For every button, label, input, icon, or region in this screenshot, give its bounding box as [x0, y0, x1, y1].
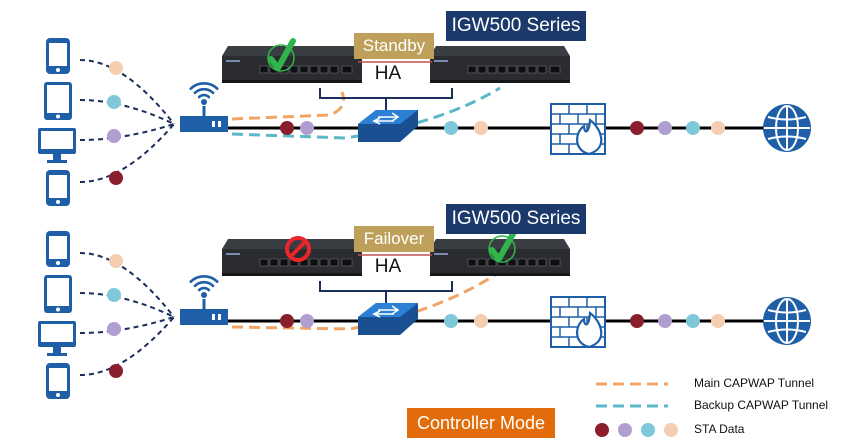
s1-sta-dot-client-4 [109, 171, 123, 185]
legend-sta-dot-2 [618, 423, 632, 437]
s1-sta-dot-wan-2 [658, 121, 672, 135]
s1-backup-capwap-tunnel [231, 86, 501, 140]
s1-sta-dot-core-2 [474, 121, 488, 135]
s1-main-capwap-tunnel [231, 91, 345, 121]
s2-client-link-2 [79, 292, 175, 318]
s2-sta-dot-wan-1 [630, 314, 644, 328]
s1-sta-dot-wan-3 [686, 121, 700, 135]
s2-ha-label: HA [374, 256, 402, 277]
s1-ha-bracket [319, 88, 453, 99]
legend-sta-dot-1 [595, 423, 609, 437]
s1-smartphone-icon-1 [46, 38, 70, 74]
s2-rack-controller-icon-right [430, 239, 570, 276]
s1-sta-dot-client-2 [107, 95, 121, 109]
s1-client-link-4 [79, 123, 175, 183]
s1-wifi-access-point-icon [180, 82, 228, 132]
s1-sta-dot-ap-2 [300, 121, 314, 135]
s2-sta-dot-client-2 [107, 288, 121, 302]
s1-sta-dot-client-1 [109, 61, 123, 75]
s2-client-link-3 [79, 316, 175, 334]
s1-network-switch-icon [358, 110, 418, 142]
s1-sta-dot-core-1 [444, 121, 458, 135]
s1-sta-dot-wan-1 [630, 121, 644, 135]
s1-client-link-1 [79, 59, 175, 125]
s2-sta-dot-wan-3 [686, 314, 700, 328]
s2-prohibit-icon-left [285, 236, 311, 262]
legend-sta-dot-3 [641, 423, 655, 437]
s2-series-label: IGW500 Series [446, 204, 586, 234]
s1-monitor-icon [38, 128, 76, 163]
s2-sta-dot-core-1 [444, 314, 458, 328]
s2-globe-icon [763, 297, 811, 345]
s1-rack-controller-icon-right [430, 46, 570, 83]
s1-sta-dot-client-3 [107, 129, 121, 143]
s1-ha-label: HA [374, 63, 402, 84]
s1-sta-dot-ap-1 [280, 121, 294, 135]
legend-label-main: Main CAPWAP Tunnel [694, 376, 815, 390]
s1-tablet-icon [44, 82, 72, 120]
s1-globe-icon [763, 104, 811, 152]
s2-smartphone-icon-1 [46, 231, 70, 267]
s1-client-link-2 [79, 99, 175, 125]
legend-sta-dot-4 [664, 423, 678, 437]
s2-sta-dot-ap-2 [300, 314, 314, 328]
s2-sta-dot-wan-2 [658, 314, 672, 328]
s2-smartphone-icon-2 [46, 363, 70, 399]
s1-smartphone-icon-2 [46, 170, 70, 206]
s2-client-link-1 [79, 252, 175, 318]
s2-client-link-4 [79, 316, 175, 376]
s2-ha-bracket [319, 281, 453, 292]
s2-sta-dot-client-1 [109, 254, 123, 268]
s1-client-link-3 [79, 123, 175, 141]
s2-sta-dot-client-4 [109, 364, 123, 378]
s1-check-icon-left [267, 38, 296, 72]
s2-check-icon-right [488, 229, 517, 263]
s1-firewall-icon [550, 103, 606, 156]
legend-label-sta: STA Data [694, 422, 745, 436]
s2-sta-dot-client-3 [107, 322, 121, 336]
legend-label-backup: Backup CAPWAP Tunnel [694, 398, 829, 412]
s2-state-label: Failover [354, 226, 434, 252]
controller-mode-label: Controller Mode [407, 408, 555, 438]
s2-firewall-icon [550, 296, 606, 349]
s2-sta-dot-wan-4 [711, 314, 725, 328]
s2-sta-dot-ap-1 [280, 314, 294, 328]
s1-sta-dot-wan-4 [711, 121, 725, 135]
s2-wifi-access-point-icon [180, 275, 228, 325]
s1-state-label: Standby [354, 33, 434, 59]
s2-network-switch-icon [358, 303, 418, 335]
s2-tablet-icon [44, 275, 72, 313]
s2-monitor-icon [38, 321, 76, 356]
s2-sta-dot-core-2 [474, 314, 488, 328]
s1-series-label: IGW500 Series [446, 11, 586, 41]
